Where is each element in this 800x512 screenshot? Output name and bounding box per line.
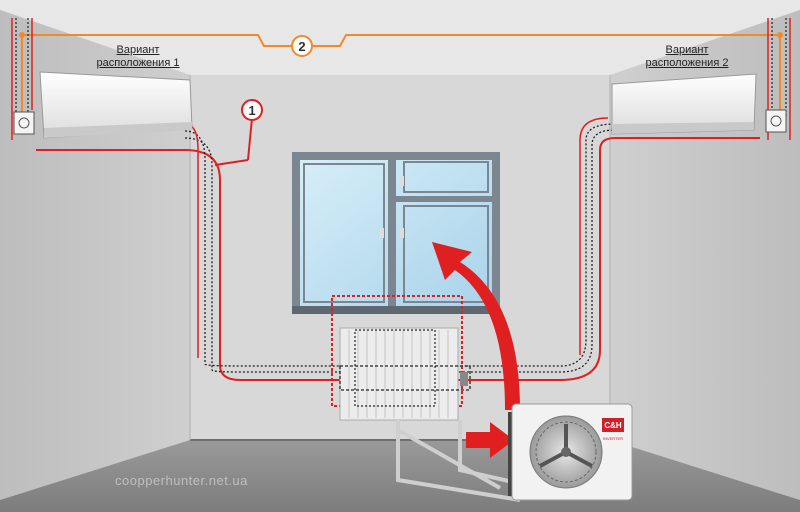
variant-2-line2: расположения 2 — [645, 57, 729, 69]
outdoor-unit-brand: C&H — [604, 421, 622, 430]
indoor-unit-2 — [611, 73, 757, 135]
right-wiring — [765, 18, 791, 140]
variant-2-line1: Вариант — [665, 44, 709, 56]
indoor-unit-1 — [39, 71, 193, 139]
watermark: coopperhunter.net.ua — [115, 473, 248, 488]
radiator — [331, 295, 471, 421]
marker-1: 1 — [241, 99, 263, 121]
variant-1-line2: расположения 1 — [96, 57, 180, 69]
marker-1-label: 1 — [248, 103, 255, 118]
variant-2-label: Вариант расположения 2 — [632, 44, 742, 70]
ceiling — [0, 0, 800, 75]
left-wiring — [11, 18, 35, 140]
window — [292, 152, 500, 314]
variant-1-label: Вариант расположения 1 — [88, 44, 188, 70]
outdoor-unit-model: INVERTER — [603, 436, 623, 441]
airflow-arrows — [432, 242, 520, 458]
marker-2: 2 — [291, 35, 313, 57]
outdoor-unit: C&H INVERTER — [508, 403, 633, 501]
variant-1-line1: Вариант — [116, 44, 160, 56]
marker-2-label: 2 — [298, 39, 305, 54]
